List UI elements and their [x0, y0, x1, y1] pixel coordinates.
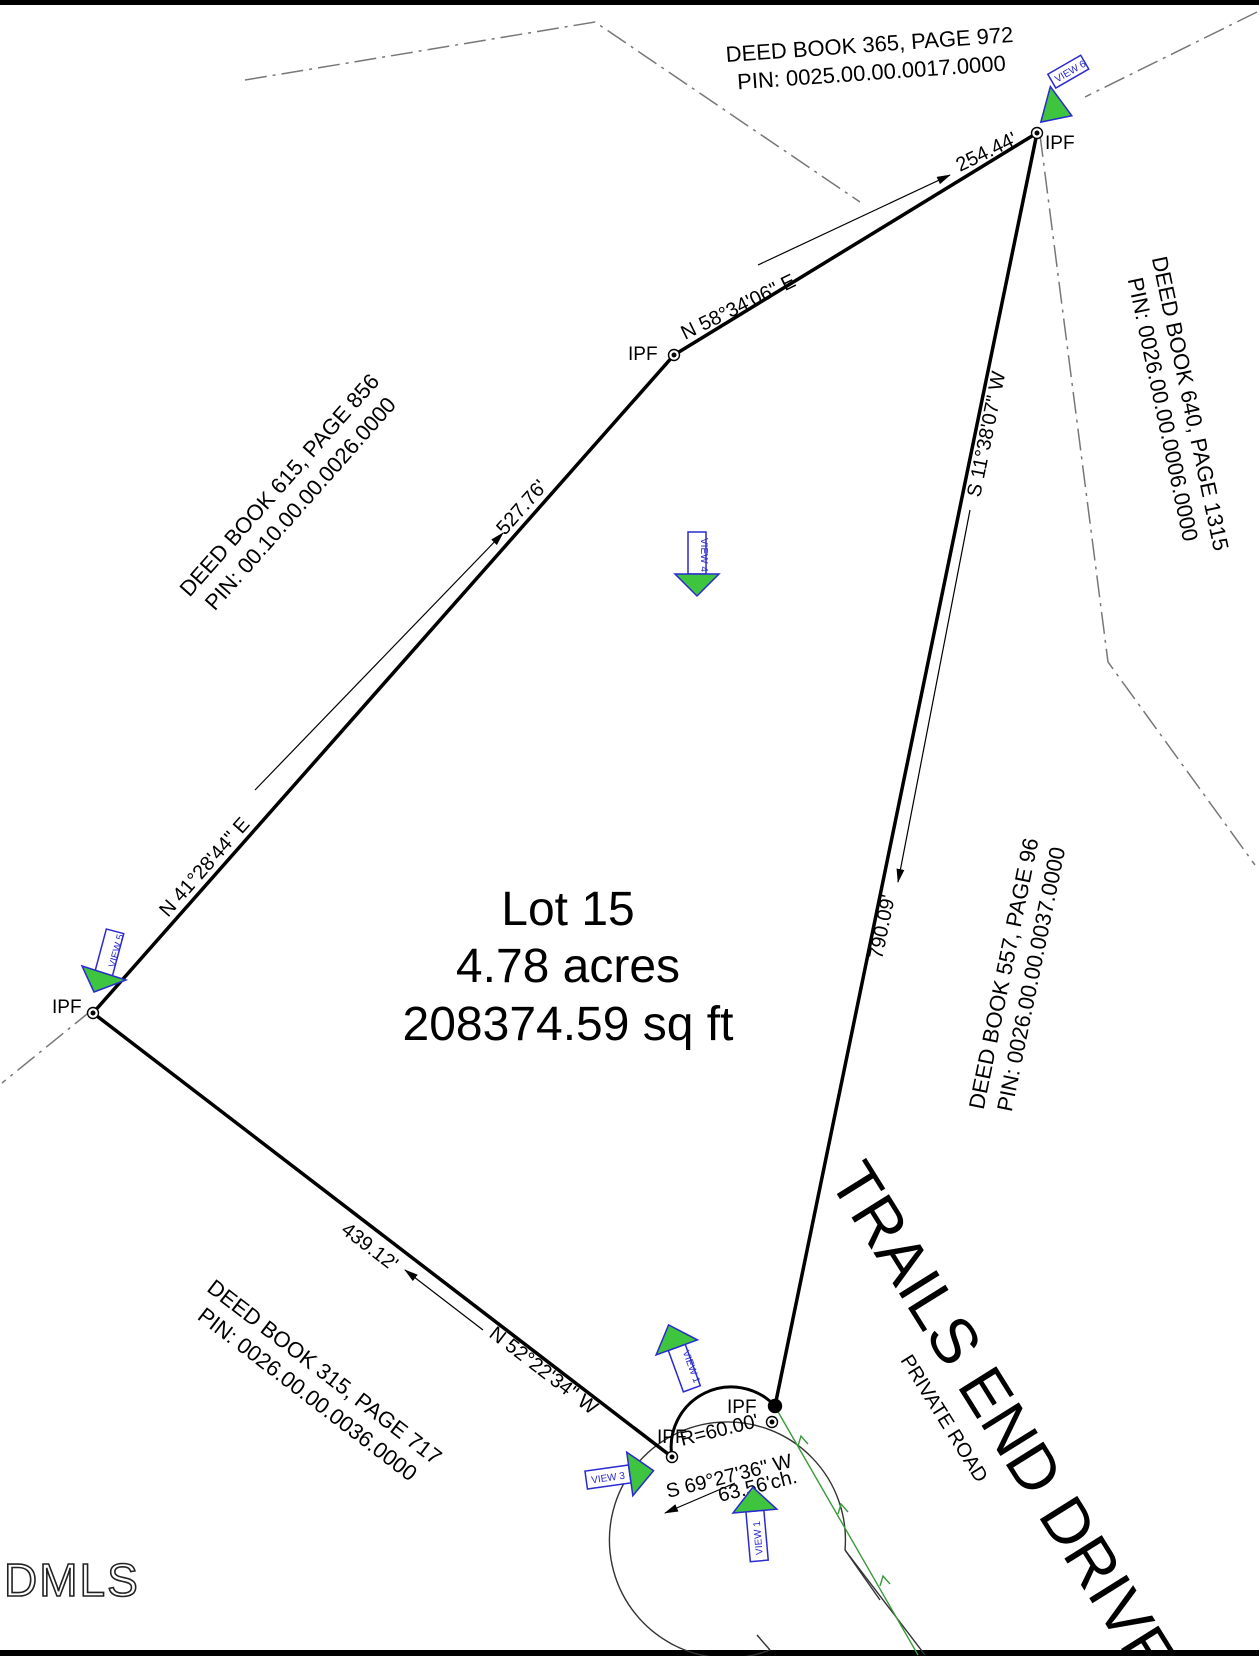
view-marker-4: VIEW 4 [673, 531, 721, 598]
parcel-line-west [1, 1009, 93, 1084]
dim-arrow-ne-upper [757, 174, 951, 266]
deed-southwest-pin: PIN: 0026.00.00.0036.0000 [193, 1302, 422, 1486]
distance-east: 790.09' [865, 893, 900, 961]
view-1-lower-arrow-icon [731, 1486, 779, 1514]
lot-acres: 4.78 acres [456, 940, 680, 993]
deed-southwest: DEED BOOK 315, PAGE 717 PIN: 0026.00.00.… [193, 1274, 447, 1486]
view-marker-1-lower: VIEW 1 [731, 1486, 779, 1563]
distance-ne-upper: 254.44' [953, 128, 1021, 176]
cul-de-sac-outline [608, 1421, 847, 1656]
view-marker-6: VIEW 6 [1039, 54, 1090, 124]
view-4-arrow-icon [673, 573, 721, 598]
lot-name: Lot 15 [501, 883, 634, 936]
bottom-border [0, 1650, 1259, 1656]
dmls-watermark: DMLS [4, 1554, 140, 1606]
deed-northwest-pin: PIN: 00.10.00.00.0026.0000 [200, 392, 401, 615]
road-edge-inner [844, 1549, 881, 1601]
dim-arrow-sw [404, 1269, 484, 1331]
view-4-label: VIEW 4 [698, 538, 709, 572]
view-marker-5: VIEW 5 [80, 928, 129, 993]
ipf-marker-ne-dot [1034, 130, 1040, 136]
view-1-upper-arrow-icon [654, 1323, 700, 1357]
ipf-label-west: IPF [52, 997, 82, 1018]
ipf-marker-se-dot [769, 1419, 775, 1425]
deed-northeast: DEED BOOK 640, PAGE 1315 PIN: 0026.00.00… [1123, 254, 1234, 553]
ipf-label-north: IPF [628, 344, 658, 365]
view-5-arrow-icon [80, 964, 129, 993]
monuments [86, 126, 1044, 1464]
ipf-label-se: IPF [727, 1397, 757, 1418]
dim-arrow-curve [664, 1482, 736, 1514]
parcel-line-north [244, 21, 861, 203]
curve-boundary [669, 1385, 777, 1458]
view-6-arrow-icon [1039, 84, 1074, 124]
deed-east: DEED BOOK 557, PAGE 96 PIN: 0026.00.00.0… [964, 836, 1070, 1114]
view-1-lower-label: VIEW 1 [752, 1520, 766, 1555]
dim-arrow-east [896, 509, 971, 883]
bearing-sw: N 52°22'34" W [485, 1323, 602, 1420]
view-3-label: VIEW 3 [591, 1471, 627, 1487]
ipf-label-ne: IPF [1045, 133, 1075, 154]
deed-southwest-book: DEED BOOK 315, PAGE 717 [203, 1274, 447, 1469]
bearing-nw: N 41°28'44" E [155, 813, 254, 921]
dimension-arrows [254, 174, 971, 1514]
ipf-marker-south-dot [669, 1454, 675, 1460]
view-marker-1-upper: VIEW 1 [654, 1323, 702, 1393]
deed-northwest: DEED BOOK 615, PAGE 856 PIN: 00.10.00.00… [175, 369, 401, 615]
view-3-arrow-icon [625, 1450, 655, 1498]
parcel-line-east [1039, 134, 1256, 866]
deed-north: DEED BOOK 365, PAGE 972 PIN: 0025.00.00.… [725, 22, 1014, 94]
bearing-east: S 11°38'07" W [963, 370, 1010, 499]
road-name: TRAILS END DRIVE [816, 1149, 1190, 1656]
curve-radius: R=60.00' [678, 1410, 761, 1451]
top-border [0, 0, 1259, 5]
parcel-line-northeast [1084, 11, 1258, 98]
ipf-marker-west-dot [90, 1010, 96, 1016]
view-6-box [1046, 54, 1090, 90]
road-edge-west [756, 1634, 771, 1651]
road-centerline [776, 1409, 919, 1656]
found-monument-se [767, 1398, 783, 1414]
ipf-label-south: IPF [657, 1427, 687, 1448]
centerline-chevron-3 [879, 1574, 891, 1587]
centerline [776, 1409, 919, 1656]
ipf-marker-north-dot [671, 352, 677, 358]
dim-arrow-nw [254, 532, 504, 791]
adjoining-parcel-lines [1, 11, 1258, 1084]
lot-sqft: 208374.59 sq ft [403, 998, 734, 1051]
view-marker-3: VIEW 3 [584, 1450, 655, 1498]
deed-northwest-book: DEED BOOK 615, PAGE 856 [175, 369, 385, 601]
road-edge-east [844, 1549, 926, 1656]
centerline-chevron-1 [797, 1434, 809, 1447]
distance-nw: 527.76' [492, 476, 552, 539]
bearing-ne-upper: N 58°34'06" E [678, 270, 800, 344]
centerline-chevron-2 [837, 1502, 849, 1515]
